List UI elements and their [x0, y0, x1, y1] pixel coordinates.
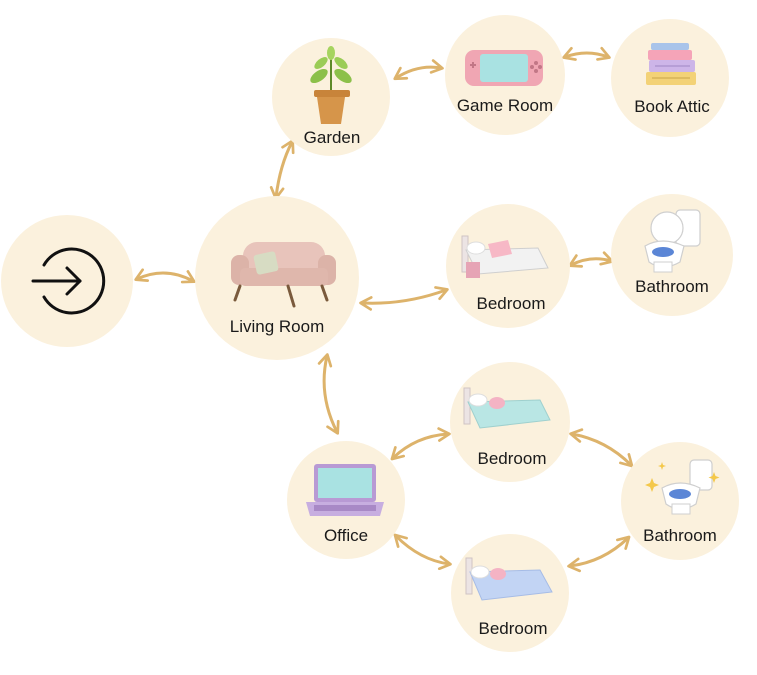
toilet-sparkle-icon: [645, 459, 720, 515]
arrow-office-bedroom-3: [393, 533, 452, 571]
connections: [134, 46, 634, 573]
entry-node[interactable]: [1, 215, 133, 347]
bathroom-1-label: Bathroom: [635, 277, 709, 296]
bedroom-3-node[interactable]: Bedroom: [451, 534, 569, 652]
bedroom-2-node[interactable]: Bedroom: [450, 362, 570, 482]
book-attic-node[interactable]: Book Attic: [611, 19, 729, 137]
arrow-bedroom-2-bathroom-2: [569, 428, 634, 468]
book-attic-label: Book Attic: [634, 97, 710, 116]
bedroom-1-node[interactable]: Bedroom: [446, 204, 570, 328]
arrow-entry-living-room: [134, 268, 196, 284]
handheld-console-icon: [465, 50, 543, 86]
bed-icon: [463, 387, 551, 429]
bedroom-2-label: Bedroom: [478, 449, 547, 468]
arrow-bedroom-1-bathroom-1: [568, 251, 614, 268]
game-room-label: Game Room: [457, 96, 553, 115]
office-node[interactable]: Office: [287, 441, 405, 559]
potted-plant-icon: [310, 46, 352, 124]
arrow-office-bedroom-2: [390, 427, 451, 461]
bed-icon: [465, 557, 553, 601]
bathroom-2-node[interactable]: Bathroom: [621, 442, 739, 560]
sign-in-arrow-icon: [31, 247, 106, 315]
bed-icon: [461, 235, 549, 278]
office-label: Office: [324, 526, 368, 545]
toilet-icon: [644, 209, 701, 273]
game-room-node[interactable]: Game Room: [445, 15, 565, 135]
bedroom-3-label: Bedroom: [479, 619, 548, 638]
book-stack-icon: [646, 43, 696, 85]
arrow-living-room-office: [317, 353, 340, 435]
garden-label: Garden: [304, 128, 361, 147]
arrow-living-room-garden: [269, 139, 295, 200]
bedroom-1-label: Bedroom: [477, 294, 546, 313]
bathroom-1-node[interactable]: Bathroom: [611, 194, 733, 316]
sofa-icon: [231, 242, 336, 308]
laptop-icon: [306, 464, 384, 516]
arrow-game-room-book-attic: [562, 46, 611, 61]
arrow-garden-game-room: [393, 59, 444, 81]
arrow-bedroom-3-bathroom-2: [567, 535, 631, 573]
living-room-node[interactable]: Living Room: [195, 196, 359, 360]
arrow-living-room-bedroom-1: [359, 286, 449, 311]
garden-node[interactable]: Garden: [272, 38, 390, 156]
living-room-label: Living Room: [230, 317, 325, 336]
bathroom-2-label: Bathroom: [643, 526, 717, 545]
